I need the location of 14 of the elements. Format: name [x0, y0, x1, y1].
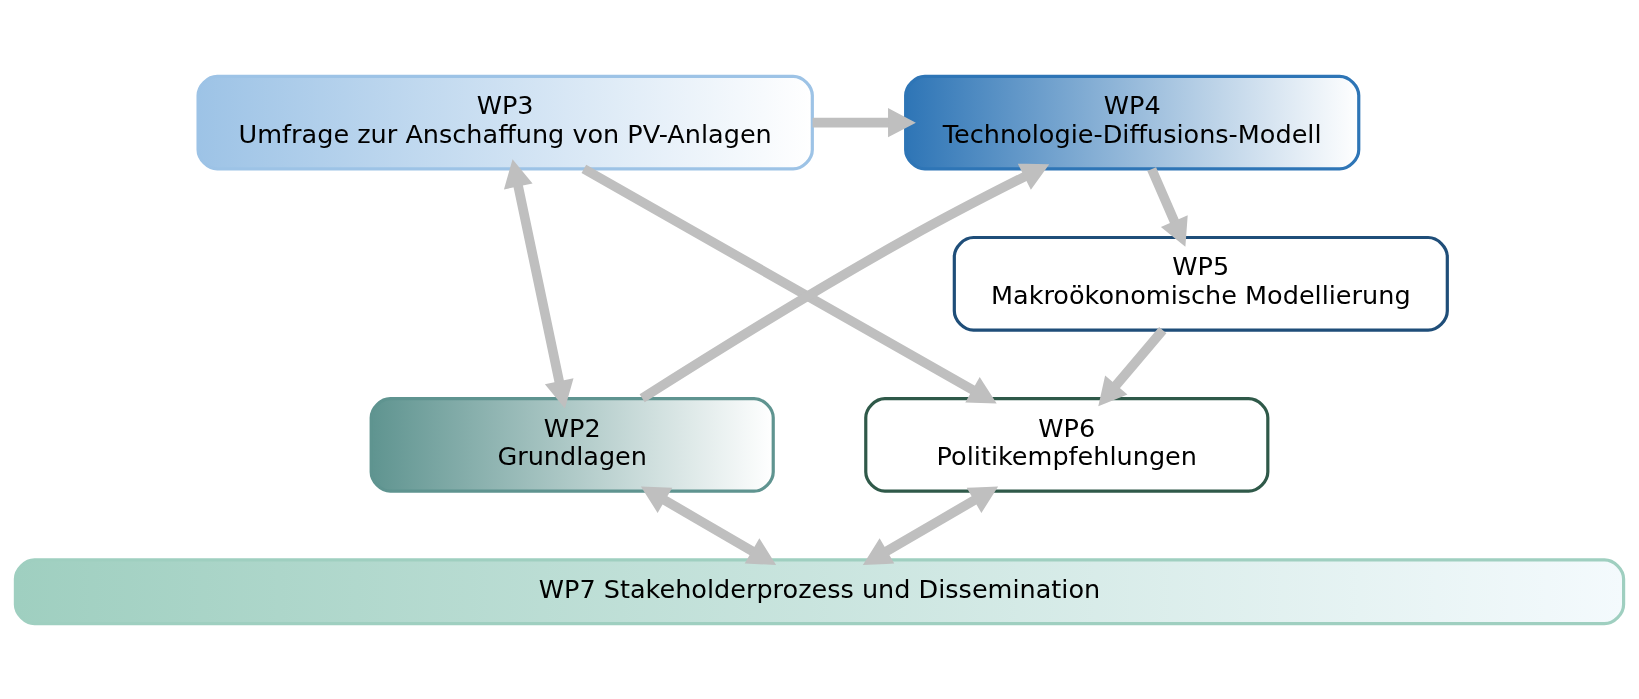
node-box: WP7 Stakeholderprozess und Dissemination [13, 557, 1626, 625]
node-box: WP6 Politikempfehlungen [864, 396, 1270, 493]
arrow [639, 163, 1050, 402]
node-box: WP3 Umfrage zur Anschaffung von PV-Anlagen [196, 74, 814, 170]
arrow [862, 485, 999, 565]
node-box: WP2 Grundlagen [369, 396, 775, 493]
arrow [581, 164, 997, 403]
arrow [503, 158, 574, 409]
arrow [640, 485, 777, 565]
node-box: WP5 Makroökonomische Modellierung [952, 235, 1449, 332]
arrow [1147, 166, 1188, 247]
arrow [1098, 326, 1167, 406]
arrow [812, 107, 916, 137]
node-box: WP4 Technologie-Diffusions-Modell [904, 74, 1361, 170]
